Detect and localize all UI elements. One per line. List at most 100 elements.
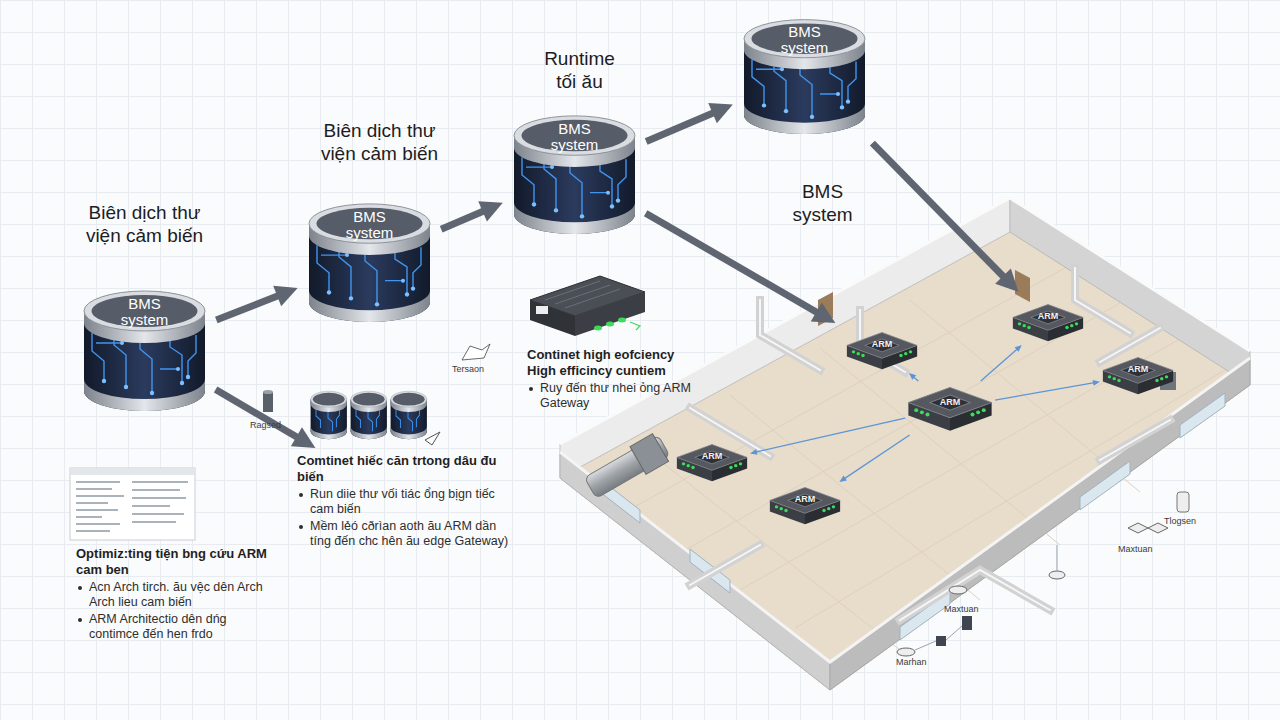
cylinder-shape-part-part [349, 296, 353, 300]
device-shape [1010, 299, 1086, 345]
device-shape-part [852, 350, 912, 357]
arm-gateway-device: ARM [844, 327, 920, 373]
arm-gateway-device: ARM [767, 482, 843, 528]
small-label: Maxtuan [1118, 544, 1153, 554]
stage-heading: BMS system [773, 181, 873, 227]
screenshot-thumbnail [70, 468, 195, 540]
screenshot-thumbnail-part [70, 468, 195, 475]
cylinder-shape-part [84, 379, 205, 411]
container-unit-part [530, 300, 575, 336]
arm-gateway-device: ARM [905, 381, 995, 435]
device-shape-part-part [1065, 326, 1068, 329]
mini-cylinders-part [351, 391, 387, 439]
device-shape-part-part [687, 464, 690, 467]
cylinder-shape-part [514, 116, 635, 155]
small-icons-part [263, 392, 273, 412]
bullet-item: Ruy đến thư nhei ỏng ARM Gateway [527, 381, 705, 411]
device-shape-part-part [861, 354, 864, 357]
device-label: ARM [767, 494, 843, 504]
cylinder-shape-part-part [180, 381, 184, 385]
cylinder-label: BMS system [769, 24, 841, 56]
cylinder-shape-part-part [405, 292, 409, 296]
cylinder-shape-part-part [762, 103, 766, 107]
cylinder-shape-part-part [102, 379, 106, 383]
device-shape-part [682, 462, 742, 469]
floor-plan-part [1010, 198, 1250, 385]
cylinder-shape-part-part [554, 208, 558, 212]
database-cylinder: BMS systemBiên dịch thư viện cảm biến [82, 283, 207, 413]
device-label: ARM [844, 339, 920, 349]
link-line [750, 418, 905, 455]
floor-plan-part-part [630, 434, 669, 475]
device-shape-part-part [976, 410, 980, 414]
device-shape-part [914, 408, 986, 416]
container-unit-part [575, 292, 645, 336]
small-icons-part [936, 636, 946, 646]
connector-line [872, 143, 1006, 279]
container-unit-part [536, 306, 548, 314]
device-label: ARM [905, 397, 995, 407]
connector-line [981, 349, 1018, 381]
device-shape-part-part [1160, 377, 1163, 380]
cylinder-shape-part [102, 341, 190, 395]
device-shape-part-part [1108, 375, 1111, 378]
arrow-head [273, 286, 297, 306]
device-shape-part-part [827, 507, 830, 510]
arrow-head [839, 476, 846, 482]
arrow-head [1093, 380, 1100, 386]
cylinder-shape-part-part [186, 375, 190, 379]
connector-line [216, 294, 281, 319]
floor-plan-part [582, 432, 672, 502]
small-icons-part [1177, 492, 1189, 512]
device-shape-part-part [909, 350, 912, 353]
cylinder-shape-part-part [176, 367, 180, 371]
database-cylinder: BMS systemBiên dịch thư viện cảm biến [307, 196, 432, 324]
arrow-head [750, 449, 757, 455]
device-shape-part-part [920, 410, 924, 414]
mini-cylinders-part [425, 432, 440, 445]
device-label: ARM [1010, 311, 1086, 321]
device-shape-part-part [775, 505, 778, 508]
cylinder-shape-part-part [411, 286, 415, 290]
connector-line [216, 390, 301, 439]
cylinder-shape-part [309, 291, 430, 323]
cylinder-shape-part [514, 203, 635, 235]
small-label: Marhan [896, 657, 927, 667]
stage-heading: Runtime tối ău [532, 48, 627, 94]
flow-arrow [441, 201, 503, 229]
device-shape-part [1018, 322, 1078, 329]
small-icons-part [962, 616, 972, 630]
device-shape [844, 327, 920, 373]
connector-line [646, 213, 820, 314]
container-unit-part [606, 322, 614, 327]
small-icons-part [949, 586, 967, 594]
cylinder-shape-part-part [150, 391, 154, 395]
cylinder-shape-part [744, 20, 865, 58]
mini-cylinders [311, 391, 440, 445]
floor-plan-part [560, 198, 1250, 444]
device-shape-part-part [822, 509, 825, 512]
floor-plan-part [830, 358, 1250, 690]
flow-arrow [216, 286, 297, 320]
connector-line [995, 383, 1094, 400]
bullet-dot [299, 525, 303, 529]
cylinder-shape-part-part [846, 100, 850, 104]
device-shape-part-part [982, 408, 986, 412]
floor-plan-part [560, 198, 1010, 478]
container-unit-part [618, 318, 626, 323]
stage-heading: Biên dịch thư viện cảm biến [280, 120, 480, 166]
device-shape-part-part [1018, 322, 1021, 325]
small-label: Ragsed [250, 420, 281, 430]
small-icons-part [1049, 571, 1065, 579]
cylinder-shape-part-part [375, 302, 379, 306]
container-unit-part [630, 322, 640, 330]
bullet-item: ARM Architectio dên dńg contimce đến hen… [76, 612, 276, 642]
mini-cylinders-part [391, 391, 427, 439]
block-heading: Optimiz:ting tiện bng cứu ARM cam ben [76, 546, 276, 577]
device-shape-part-part [734, 464, 737, 467]
small-label: Maxtuan [944, 604, 979, 614]
device-shape-part-part [1117, 379, 1120, 382]
floor-plan-part [1180, 393, 1225, 438]
device-shape-part-part [682, 462, 685, 465]
device-shape-part-part [852, 350, 855, 353]
